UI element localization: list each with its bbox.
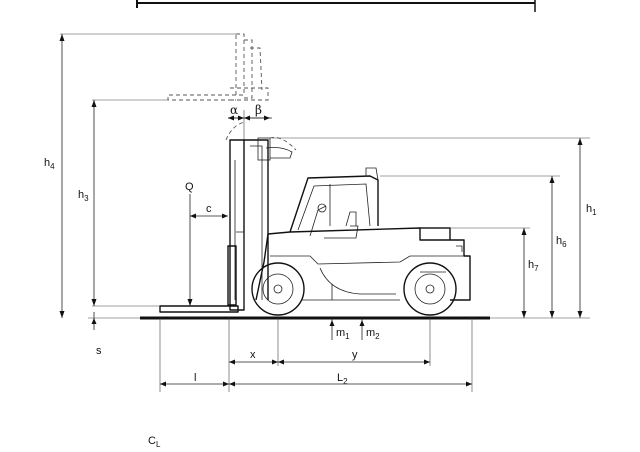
dimension-L2 <box>229 381 472 387</box>
dimension-h1 <box>272 137 590 319</box>
label-h3: h3 <box>78 189 89 203</box>
label-x: x <box>250 349 256 361</box>
dimension-h6 <box>380 175 560 318</box>
rear-wheel <box>403 262 457 316</box>
label-m1: m1 <box>336 327 350 341</box>
label-c: c <box>206 203 212 215</box>
dimension-l <box>160 381 229 387</box>
label-alpha: α <box>230 103 238 117</box>
dimension-x <box>229 359 278 365</box>
load-center-marker <box>187 194 228 306</box>
tilt-angle-dimension <box>228 115 270 121</box>
label-h4: h4 <box>44 157 55 171</box>
horizontal-dimension-extensions <box>159 318 473 392</box>
front-wheel <box>251 262 305 316</box>
mast-tilt-arcs <box>225 110 297 160</box>
raised-fork-outline <box>167 33 269 101</box>
weight-markers <box>329 284 365 340</box>
label-center-line: CL <box>148 435 161 449</box>
dimension-y <box>278 359 430 365</box>
label-h7: h7 <box>528 259 539 273</box>
label-beta: β <box>255 103 262 117</box>
label-Q: Q <box>185 181 194 193</box>
dimension-h7 <box>420 227 530 318</box>
label-s: s <box>96 345 102 357</box>
label-L2: L2 <box>337 372 348 386</box>
dimension-s <box>91 312 97 330</box>
lowered-fork <box>159 231 245 313</box>
label-y: y <box>352 349 358 361</box>
label-h6: h6 <box>556 235 567 249</box>
label-l: l <box>194 372 196 384</box>
label-m2: m2 <box>366 327 380 341</box>
truck-body <box>255 167 471 301</box>
mast <box>229 137 293 311</box>
dimension-h3 <box>91 99 168 307</box>
top-frame-line <box>136 0 536 12</box>
dimension-h4 <box>59 33 236 318</box>
label-h1: h1 <box>586 203 597 217</box>
